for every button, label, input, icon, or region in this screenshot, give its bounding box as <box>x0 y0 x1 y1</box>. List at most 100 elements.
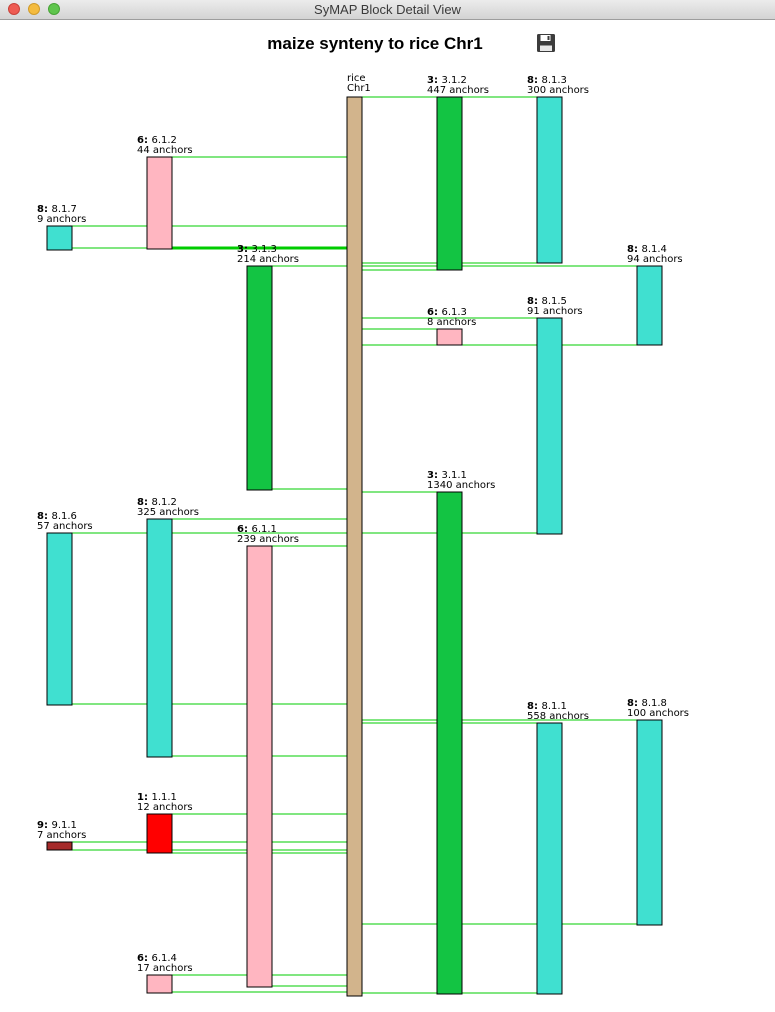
synteny-block-8-1-1[interactable] <box>536 722 563 995</box>
synteny-block-8-1-3[interactable] <box>536 96 563 264</box>
block-id-label: 6.1.1 <box>251 524 276 535</box>
block-anchor-count: 1340 anchors <box>427 480 495 491</box>
save-button[interactable] <box>536 33 556 53</box>
block-chromosome-colon: : <box>534 701 541 712</box>
block-name-label: 6: 6.1.2 <box>137 135 177 146</box>
block-name-label: 3: 3.1.3 <box>237 244 277 255</box>
window-title: SyMAP Block Detail View <box>314 2 461 17</box>
block-name-label: 8: 8.1.2 <box>137 497 177 508</box>
synteny-block-8-1-6[interactable] <box>46 532 73 706</box>
block-chromosome-colon: : <box>244 244 251 255</box>
block-chromosome-colon: : <box>244 524 251 535</box>
block-chromosome-colon: : <box>434 470 441 481</box>
block-id-label: 3.1.1 <box>441 470 466 481</box>
block-anchor-count: 239 anchors <box>237 534 299 545</box>
synteny-block-8-1-4[interactable] <box>636 265 663 346</box>
block-chromosome-colon: : <box>534 75 541 86</box>
block-anchor-count: 558 anchors <box>527 711 589 722</box>
block-anchor-count: 214 anchors <box>237 254 299 265</box>
block-id-label: 8.1.6 <box>51 511 76 522</box>
block-id-label: 3.1.2 <box>441 75 466 86</box>
synteny-block-8-1-5[interactable] <box>536 317 563 535</box>
synteny-block-6-1-4[interactable] <box>146 974 173 994</box>
block-name-label: 8: 8.1.4 <box>627 244 667 255</box>
block-name-label: 1: 1.1.1 <box>137 792 177 803</box>
window-titlebar: SyMAP Block Detail View <box>0 0 775 20</box>
block-anchor-count: 57 anchors <box>37 521 93 532</box>
block-chromosome-colon: : <box>144 792 151 803</box>
block-chromosome-label: 8 <box>527 296 534 307</box>
block-name-label: 8: 8.1.3 <box>527 75 567 86</box>
block-chromosome-colon: : <box>44 820 51 831</box>
block-chromosome-label: 6 <box>427 307 434 318</box>
view-title: maize synteny to rice Chr1 <box>267 34 483 53</box>
synteny-block-3-1-3[interactable] <box>246 265 273 491</box>
block-name-label: 8: 8.1.8 <box>627 698 667 709</box>
block-id-label: 3.1.3 <box>251 244 276 255</box>
block-anchor-count: 100 anchors <box>627 708 689 719</box>
block-anchor-count: 94 anchors <box>627 254 683 265</box>
block-id-label: 6.1.2 <box>151 135 176 146</box>
block-chromosome-colon: : <box>144 953 151 964</box>
block-chromosome-label: 1 <box>137 792 144 803</box>
synteny-block-6-1-3[interactable] <box>436 328 463 346</box>
block-name-label: 3: 3.1.1 <box>427 470 467 481</box>
synteny-block-1-1-1[interactable] <box>146 813 173 854</box>
block-id-label: 6.1.4 <box>151 953 176 964</box>
block-anchor-count: 17 anchors <box>137 963 193 974</box>
synteny-block-8-1-7[interactable] <box>46 225 73 251</box>
block-name-label: 6: 6.1.4 <box>137 953 177 964</box>
reference-chromosome-bar[interactable] <box>346 96 363 997</box>
block-id-label: 8.1.3 <box>541 75 566 86</box>
block-name-label: 3: 3.1.2 <box>427 75 467 86</box>
synteny-block-8-1-8[interactable] <box>636 719 663 926</box>
block-chromosome-label: 8 <box>527 75 534 86</box>
block-id-label: 8.1.7 <box>51 204 76 215</box>
block-anchor-count: 300 anchors <box>527 85 589 96</box>
reference-chromosome-label: Chr1 <box>347 83 371 94</box>
zoom-window-button[interactable] <box>48 3 60 15</box>
block-chromosome-label: 6 <box>137 953 144 964</box>
block-id-label: 6.1.3 <box>441 307 466 318</box>
block-chromosome-label: 9 <box>37 820 44 831</box>
block-anchor-count: 9 anchors <box>37 214 86 225</box>
block-anchor-count: 44 anchors <box>137 145 193 156</box>
block-name-label: 8: 8.1.5 <box>527 296 567 307</box>
block-chromosome-colon: : <box>634 698 641 709</box>
close-window-button[interactable] <box>8 3 20 15</box>
block-chromosome-label: 3 <box>427 75 434 86</box>
block-id-label: 8.1.8 <box>641 698 666 709</box>
block-chromosome-colon: : <box>44 204 51 215</box>
block-id-label: 8.1.5 <box>541 296 566 307</box>
block-anchor-count: 91 anchors <box>527 306 583 317</box>
block-id-label: 1.1.1 <box>151 792 176 803</box>
block-name-label: 6: 6.1.1 <box>237 524 277 535</box>
floppy-disk-icon <box>537 34 555 52</box>
block-chromosome-colon: : <box>634 244 641 255</box>
block-chromosome-colon: : <box>534 296 541 307</box>
synteny-block-3-1-2[interactable] <box>436 96 463 271</box>
block-chromosome-label: 8 <box>527 701 534 712</box>
block-chromosome-label: 6 <box>237 524 244 535</box>
block-name-label: 9: 9.1.1 <box>37 820 77 831</box>
block-chromosome-label: 8 <box>627 698 634 709</box>
minimize-window-button[interactable] <box>28 3 40 15</box>
block-name-label: 8: 8.1.1 <box>527 701 567 712</box>
block-anchor-count: 447 anchors <box>427 85 489 96</box>
block-chromosome-label: 8 <box>37 204 44 215</box>
block-id-label: 8.1.4 <box>641 244 666 255</box>
block-chromosome-colon: : <box>144 135 151 146</box>
block-chromosome-label: 8 <box>37 511 44 522</box>
block-name-label: 8: 8.1.6 <box>37 511 77 522</box>
synteny-block-3-1-1[interactable] <box>436 491 463 995</box>
block-chromosome-label: 8 <box>137 497 144 508</box>
synteny-block-9-1-1[interactable] <box>46 841 73 851</box>
block-chromosome-colon: : <box>434 75 441 86</box>
synteny-block-8-1-2[interactable] <box>146 518 173 758</box>
synteny-block-6-1-1[interactable] <box>246 545 273 988</box>
reference-species-label: rice <box>347 73 366 84</box>
block-anchor-count: 325 anchors <box>137 507 199 518</box>
synteny-block-6-1-2[interactable] <box>146 156 173 250</box>
block-chromosome-colon: : <box>144 497 151 508</box>
